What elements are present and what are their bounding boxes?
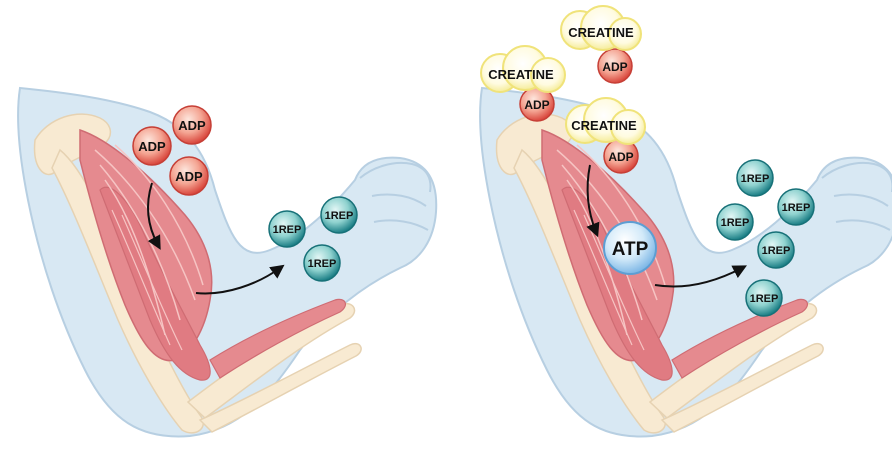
adp-molecule: ADP bbox=[169, 156, 209, 196]
creatine-adp-pair: ADP CREATINE bbox=[565, 97, 646, 174]
creatine-to-atp-arrow bbox=[586, 164, 600, 238]
right-arm-illustration bbox=[478, 87, 892, 438]
rep-molecule: 1REP bbox=[736, 159, 774, 197]
adp-to-muscle-arrow bbox=[147, 182, 161, 250]
right-panel: ADP CREATINE ADP CREATINE ADP bbox=[478, 5, 892, 438]
rep-label: 1REP bbox=[741, 173, 770, 185]
rep-label: 1REP bbox=[750, 293, 779, 305]
left-arm-illustration bbox=[16, 87, 438, 438]
rep-molecule: 1REP bbox=[320, 196, 358, 234]
adp-label: ADP bbox=[602, 60, 627, 74]
rep-label: 1REP bbox=[782, 202, 811, 214]
adp-label: ADP bbox=[175, 169, 203, 184]
rep-label: 1REP bbox=[273, 224, 302, 236]
creatine-label: CREATINE bbox=[568, 25, 634, 40]
adp-molecule: ADP bbox=[172, 105, 212, 145]
creatine-molecule: CREATINE bbox=[560, 5, 642, 51]
rep-label: 1REP bbox=[325, 210, 354, 222]
creatine-adp-pair: ADP CREATINE bbox=[560, 5, 642, 84]
creatine-molecule: CREATINE bbox=[480, 45, 566, 93]
creatine-adp-pair: ADP CREATINE bbox=[480, 45, 566, 122]
rep-molecule: 1REP bbox=[777, 188, 815, 226]
adp-label: ADP bbox=[178, 118, 206, 133]
rep-molecule: 1REP bbox=[745, 279, 783, 317]
rep-molecule: 1REP bbox=[303, 244, 341, 282]
adp-label: ADP bbox=[524, 98, 549, 112]
adp-label: ADP bbox=[608, 150, 633, 164]
creatine-molecule: CREATINE bbox=[565, 97, 646, 145]
atp-to-rep-arrow bbox=[654, 265, 747, 288]
atp-label: ATP bbox=[612, 239, 649, 260]
rep-molecule: 1REP bbox=[268, 210, 306, 248]
muscle-to-rep-arrow bbox=[195, 264, 285, 295]
creatine-label: CREATINE bbox=[571, 118, 637, 133]
rep-label: 1REP bbox=[762, 245, 791, 257]
adp-label: ADP bbox=[138, 139, 166, 154]
left-panel: ADP ADP ADP 1REP 1REP 1REP bbox=[16, 87, 438, 438]
adp-molecule: ADP bbox=[132, 126, 172, 166]
rep-molecule: 1REP bbox=[716, 203, 754, 241]
rep-label: 1REP bbox=[721, 217, 750, 229]
creatine-label: CREATINE bbox=[488, 67, 554, 82]
rep-molecule: 1REP bbox=[757, 231, 795, 269]
rep-label: 1REP bbox=[308, 258, 337, 270]
atp-molecule: ATP bbox=[603, 221, 657, 275]
